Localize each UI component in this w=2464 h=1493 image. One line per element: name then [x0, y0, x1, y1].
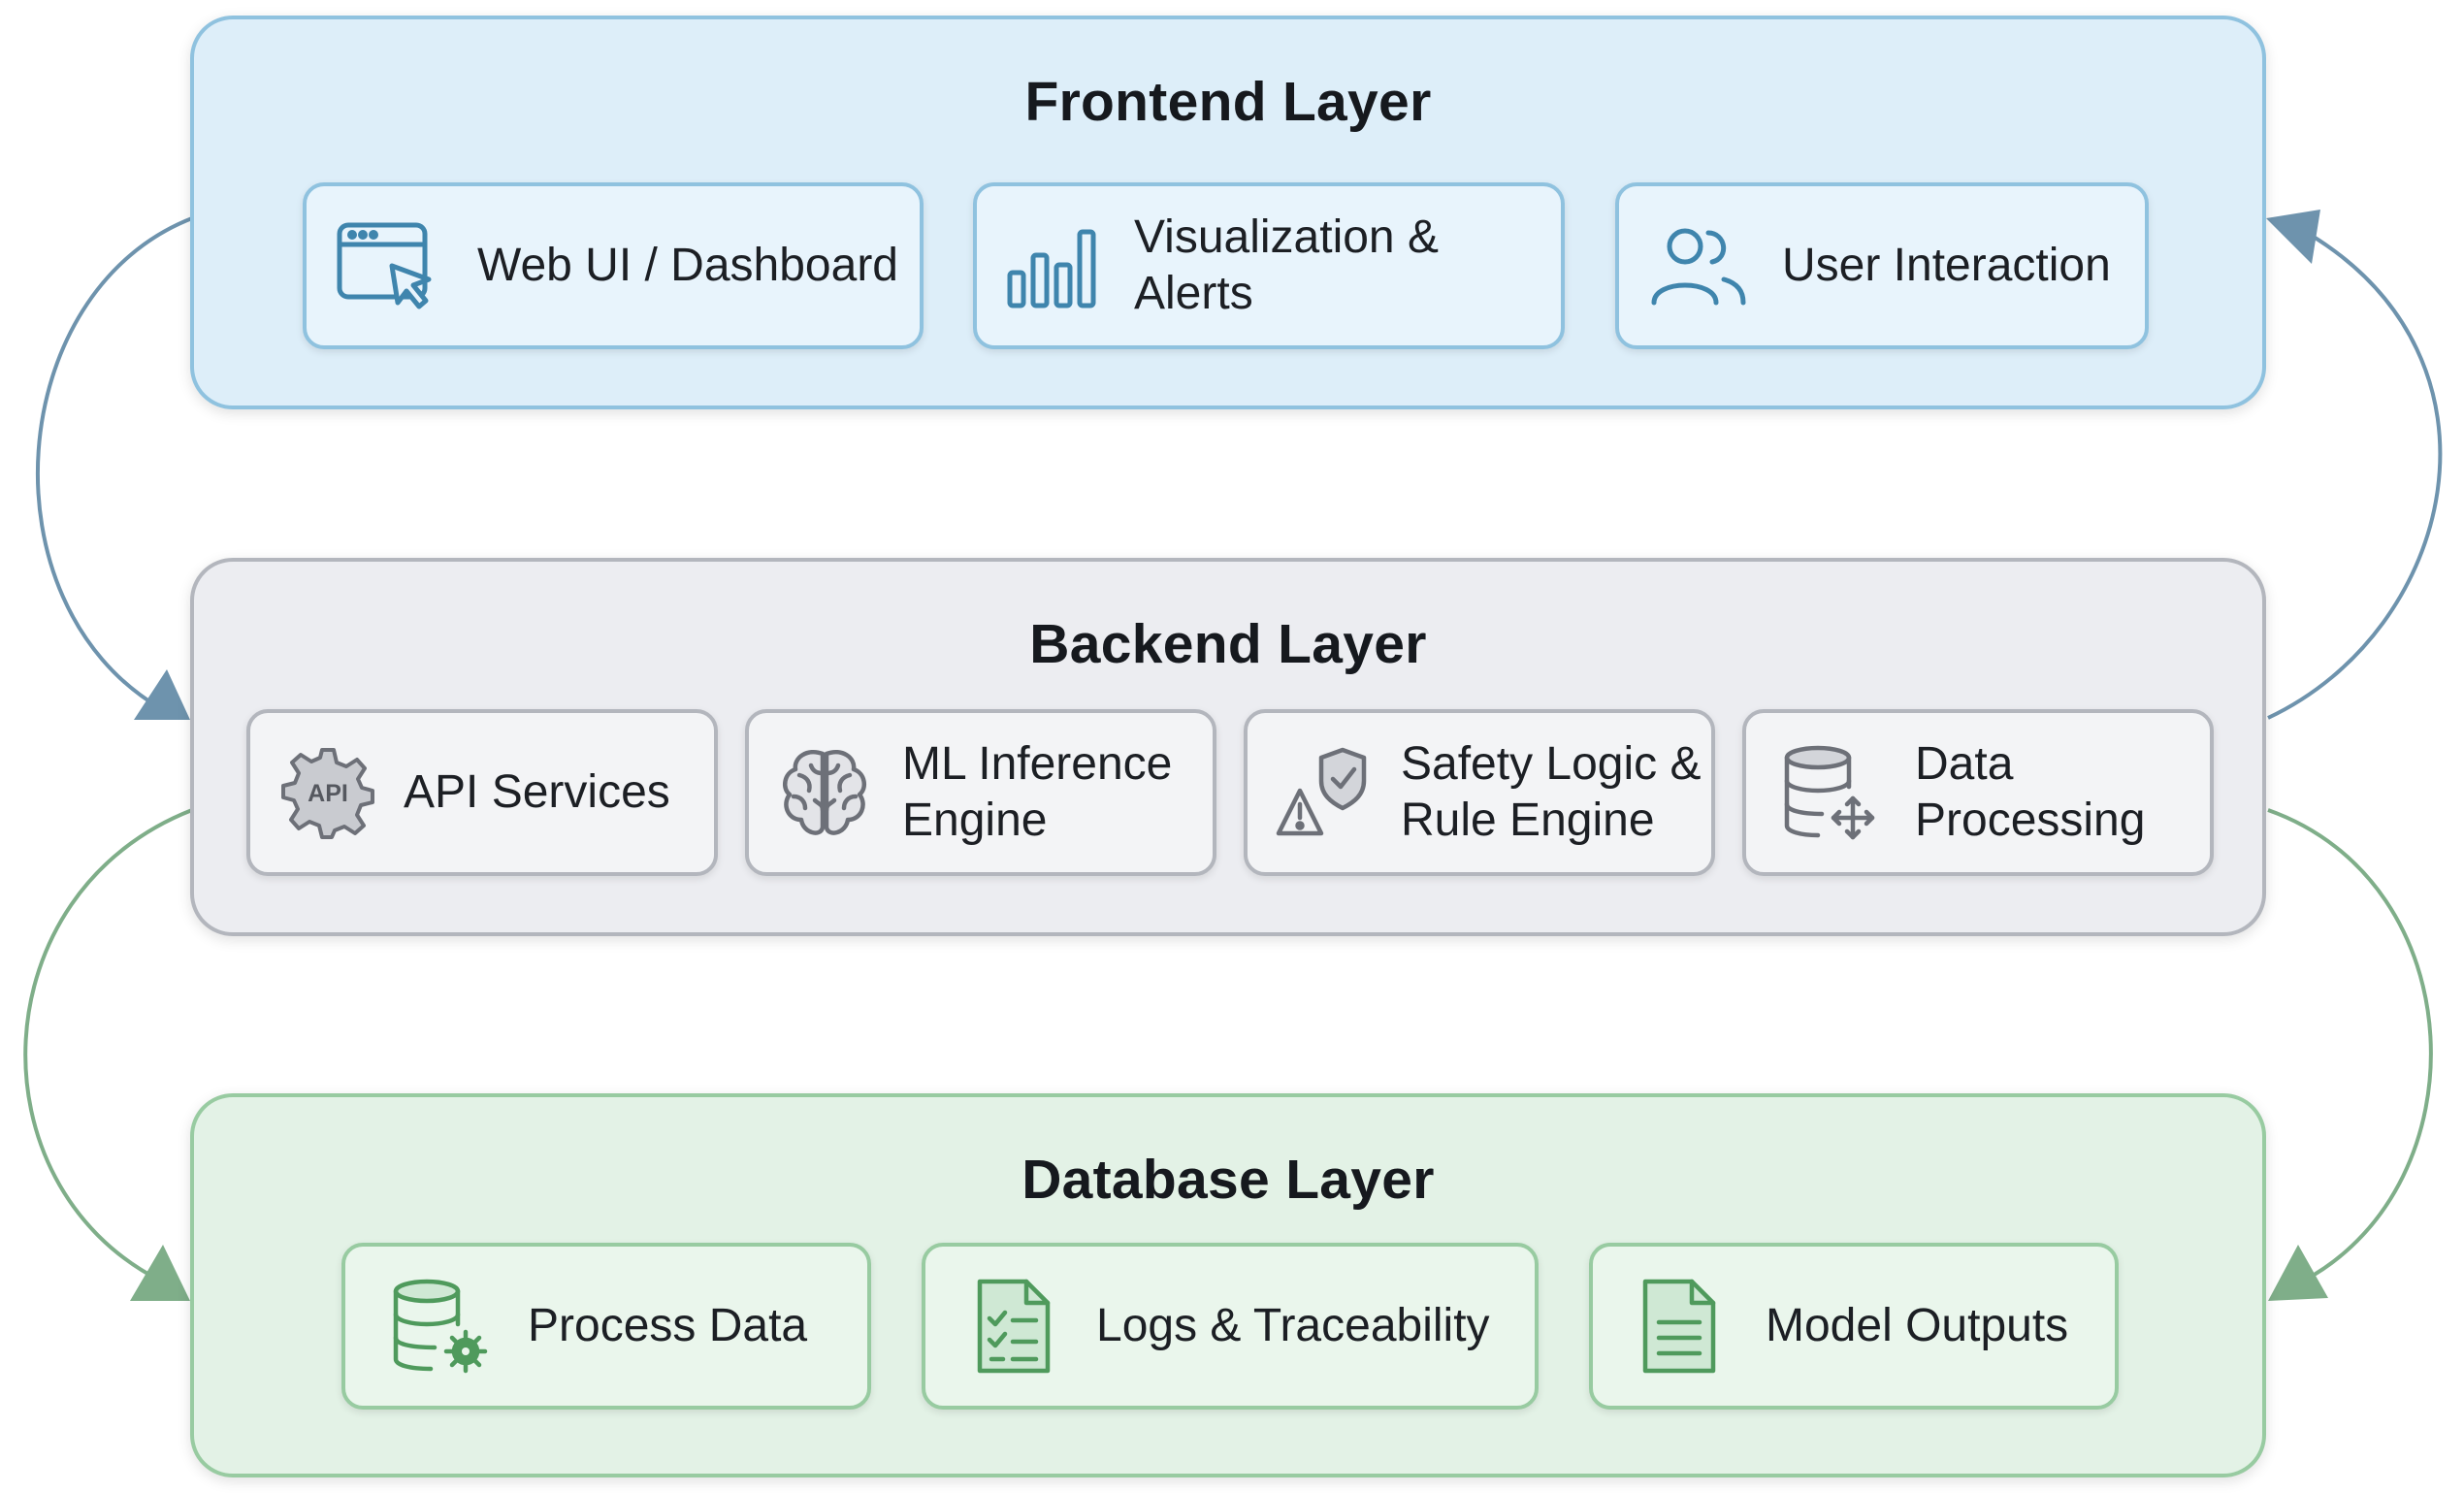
api-gear-icon: API — [281, 746, 374, 839]
arrow-down-icon — [2268, 1245, 2328, 1301]
api-services-card[interactable]: API API Services — [246, 709, 718, 876]
flow-backend-to-frontend-arrow — [2267, 229, 2443, 720]
safety-logic-rule-engine-card[interactable]: Safety Logic & Rule Engine — [1244, 709, 1715, 876]
users-icon — [1650, 225, 1747, 307]
ml-inference-engine-label: ML Inference Engine — [902, 738, 1173, 846]
shield-warning-icon — [1275, 746, 1368, 839]
backend-layer-title: Backend Layer — [1029, 613, 1427, 675]
web-ui-dashboard-label: Web UI / Dashboard — [477, 240, 898, 291]
web-ui-dashboard-card[interactable]: Web UI / Dashboard — [303, 182, 924, 349]
checklist-document-icon — [974, 1278, 1052, 1375]
database-layer-title: Database Layer — [1021, 1149, 1435, 1211]
flow-backend-to-database-left-arrow — [23, 808, 193, 1282]
brain-icon — [778, 746, 871, 839]
data-processing-card[interactable]: Data Processing — [1742, 709, 2214, 876]
visualization-alerts-label: Visualization & Alerts — [1134, 211, 1439, 319]
backend-layer: Backend Layer API API Services — [190, 558, 2266, 936]
browser-cursor-icon — [336, 219, 438, 312]
database-move-icon — [1783, 744, 1876, 841]
database-gear-icon — [392, 1278, 489, 1375]
process-data-label: Process Data — [528, 1300, 808, 1351]
svg-text:API: API — [308, 780, 348, 807]
bar-chart-icon — [1006, 222, 1099, 309]
visualization-alerts-card[interactable]: Visualization & Alerts — [973, 182, 1565, 349]
model-outputs-label: Model Outputs — [1766, 1300, 2069, 1351]
arrow-down-icon — [130, 1245, 190, 1301]
process-data-card[interactable]: Process Data — [341, 1243, 871, 1410]
arrow-up-icon — [2266, 210, 2320, 264]
frontend-layer: Frontend Layer Web UI / Dashboard Visual… — [190, 16, 2266, 409]
model-outputs-card[interactable]: Model Outputs — [1589, 1243, 2119, 1410]
arrow-down-icon — [134, 669, 190, 720]
safety-logic-rule-engine-label: Safety Logic & Rule Engine — [1401, 738, 1702, 846]
logs-traceability-card[interactable]: Logs & Traceability — [922, 1243, 1539, 1410]
ml-inference-engine-card[interactable]: ML Inference Engine — [745, 709, 1216, 876]
api-services-label: API Services — [404, 766, 670, 818]
flow-frontend-to-backend-arrow — [35, 216, 193, 710]
data-processing-label: Data Processing — [1915, 738, 2146, 846]
user-interaction-card[interactable]: User Interaction — [1615, 182, 2149, 349]
document-icon — [1639, 1278, 1717, 1375]
frontend-layer-title: Frontend Layer — [1024, 71, 1432, 133]
flow-backend-to-database-right-arrow — [2267, 808, 2433, 1282]
user-interaction-label: User Interaction — [1782, 240, 2111, 291]
database-layer: Database Layer Process Data — [190, 1093, 2266, 1477]
logs-traceability-label: Logs & Traceability — [1096, 1300, 1490, 1351]
